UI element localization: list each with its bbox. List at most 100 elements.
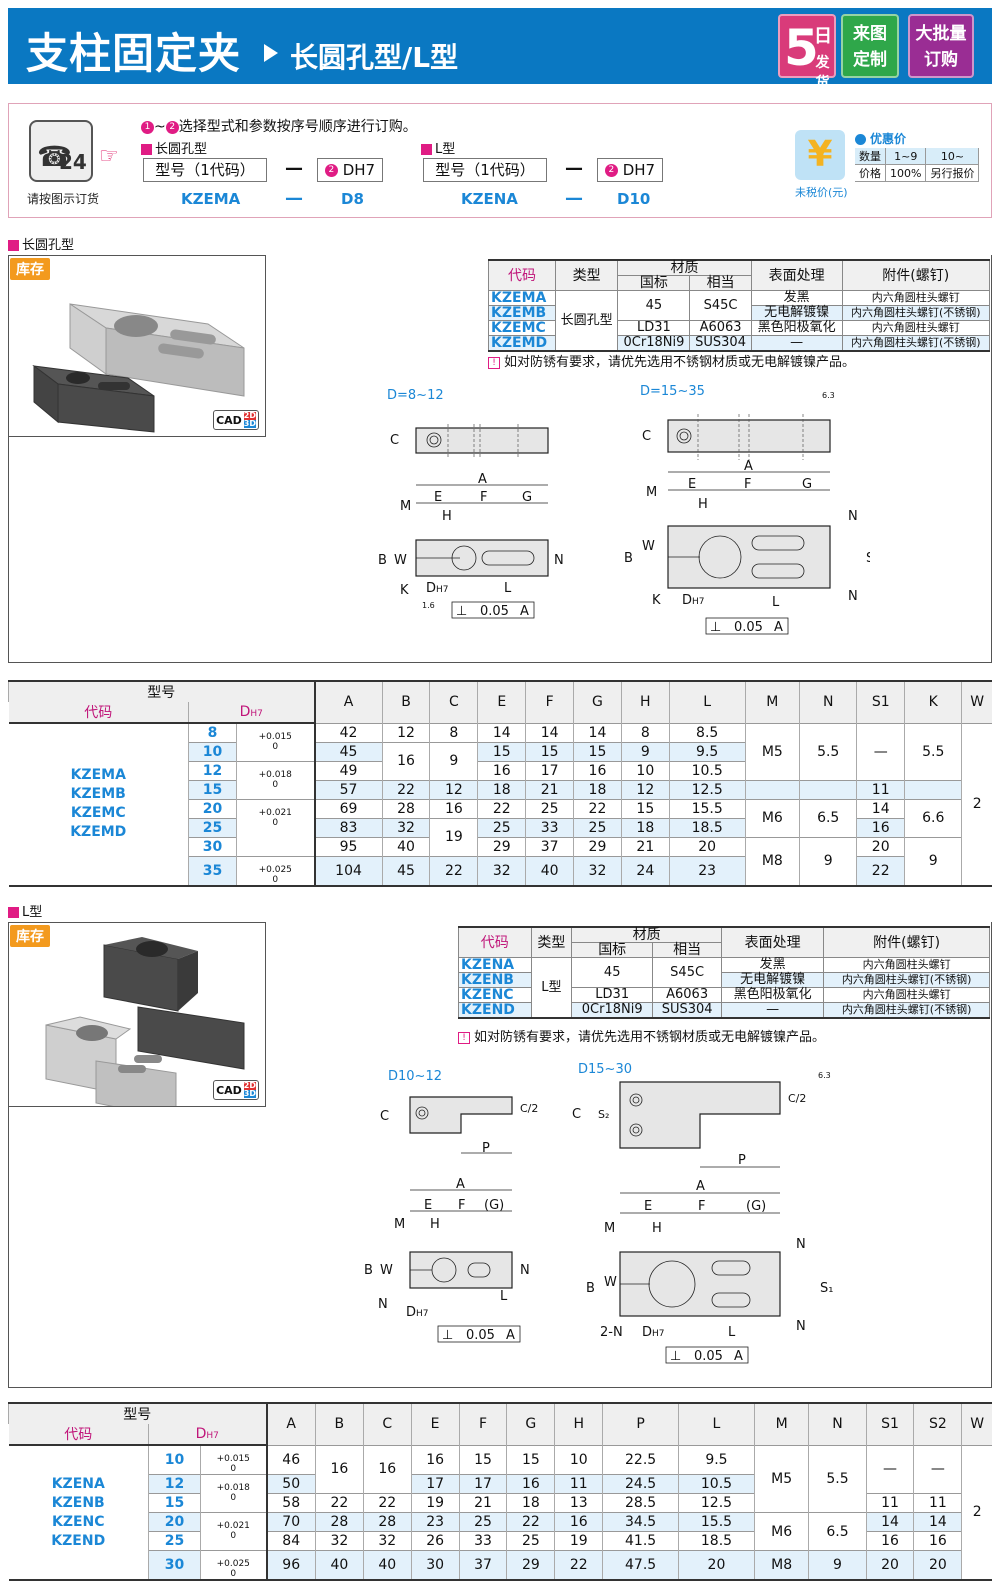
section-title: L型 <box>8 901 42 920</box>
svg-text:F: F <box>480 490 487 505</box>
svg-text:D: D <box>682 593 692 608</box>
title-arrow-icon <box>264 44 278 62</box>
example-code: KZENA <box>461 190 518 208</box>
svg-text:W: W <box>604 1275 617 1290</box>
section-frame <box>8 255 992 663</box>
svg-text:B: B <box>624 551 633 566</box>
svg-text:1.6: 1.6 <box>422 601 435 610</box>
svg-text:H: H <box>652 1221 662 1236</box>
svg-text:L: L <box>728 1325 736 1340</box>
material-table: 代码 类型 材质 表面处理 附件(螺钉) 国标相当 KZENA L型 45 S4… <box>458 926 990 1019</box>
svg-text:A: A <box>506 1328 515 1343</box>
section-title: 长圆孔型 <box>8 234 74 253</box>
svg-text:W: W <box>380 1263 393 1278</box>
svg-text:F: F <box>698 1199 705 1214</box>
page-title: 支柱固定夹 <box>26 29 242 78</box>
badge-5-day-shipping: 5 日 发货 <box>778 14 836 91</box>
drawing-title-small: D10~12 <box>388 1069 442 1084</box>
svg-text:D: D <box>426 581 436 596</box>
svg-text:A: A <box>520 604 529 619</box>
svg-text:A: A <box>774 620 783 635</box>
svg-text:F: F <box>744 477 751 492</box>
svg-text:K: K <box>652 593 661 608</box>
svg-text:6.3: 6.3 <box>818 1071 831 1080</box>
svg-text:N: N <box>520 1263 530 1278</box>
svg-text:S₁: S₁ <box>820 1281 833 1296</box>
svg-text:⊥: ⊥ <box>710 620 721 635</box>
drawing-title-large: D=15~35 <box>640 384 705 399</box>
svg-text:L: L <box>504 581 512 596</box>
table-row: KZEMD 0Cr18Ni9 SUS304 — 内六角圆柱头螺钉(不锈钢) <box>488 335 991 352</box>
svg-text:D: D <box>406 1305 416 1320</box>
example-param: D10 <box>617 190 651 208</box>
rust-note: !如对防锈有要求，请优先选用不锈钢材质或无电解镀镍产品。 <box>488 351 855 370</box>
svg-text:L: L <box>772 595 780 610</box>
stock-badge: 库存 <box>10 258 50 280</box>
param-box: 2 DH7 <box>597 158 663 182</box>
warning-icon: ! <box>458 1031 470 1044</box>
svg-text:A: A <box>744 459 753 474</box>
dash: — <box>565 158 583 179</box>
table-row: KZENC LD31 A6063 黑色阳极氧化 内六角圆柱头螺钉 <box>458 987 990 1003</box>
page-subtitle: 长圆孔型/L型 <box>290 41 459 74</box>
badge-custom-drawing: 来图 定制 <box>841 14 899 78</box>
svg-text:C: C <box>390 433 399 448</box>
example-dash: — <box>285 188 303 209</box>
svg-text:E: E <box>688 477 696 492</box>
svg-text:N: N <box>796 1237 806 1252</box>
order-group-title: 长圆孔型 <box>141 138 207 157</box>
svg-text:(G): (G) <box>746 1199 766 1214</box>
svg-text:H7: H7 <box>416 1309 429 1319</box>
stock-badge: 库存 <box>10 925 50 947</box>
svg-text:E: E <box>434 490 442 505</box>
svg-text:G: G <box>522 490 532 505</box>
svg-text:C: C <box>380 1109 389 1124</box>
model-box: 型号（1代码） <box>423 158 547 182</box>
svg-text:⊥: ⊥ <box>456 604 467 619</box>
svg-text:P: P <box>482 1141 490 1156</box>
svg-text:⊥: ⊥ <box>442 1328 453 1343</box>
table-row: KZEND 0Cr18Ni9 SUS304 — 内六角圆柱头螺钉(不锈钢) <box>458 1002 990 1019</box>
svg-text:M: M <box>400 499 411 514</box>
material-table: 代码 类型 材质 表面处理 附件(螺钉) 国标相当 KZEMA 长圆孔型 45 … <box>488 259 991 352</box>
table-row: KZEMB 无电解镀镍 内六角圆柱头螺钉(不锈钢) <box>488 305 991 321</box>
svg-text:C: C <box>572 1107 581 1122</box>
drawing-title-small: D=8~12 <box>387 388 444 403</box>
svg-text:N: N <box>554 553 564 568</box>
step-1-icon: 1 <box>141 120 154 134</box>
svg-text:E: E <box>644 1199 652 1214</box>
example-code: KZEMA <box>181 190 241 208</box>
svg-text:2-N: 2-N <box>600 1325 623 1340</box>
svg-text:0.05: 0.05 <box>480 604 509 619</box>
svg-text:G: G <box>802 477 812 492</box>
svg-text:H7: H7 <box>436 585 449 595</box>
svg-text:M: M <box>604 1221 615 1236</box>
drawing-title-large: D15~30 <box>578 1062 632 1077</box>
svg-text:0.05: 0.05 <box>734 620 763 635</box>
svg-text:K: K <box>400 583 409 598</box>
price-label: 未税价(元) <box>795 186 848 199</box>
svg-text:S₂: S₂ <box>598 1108 609 1121</box>
